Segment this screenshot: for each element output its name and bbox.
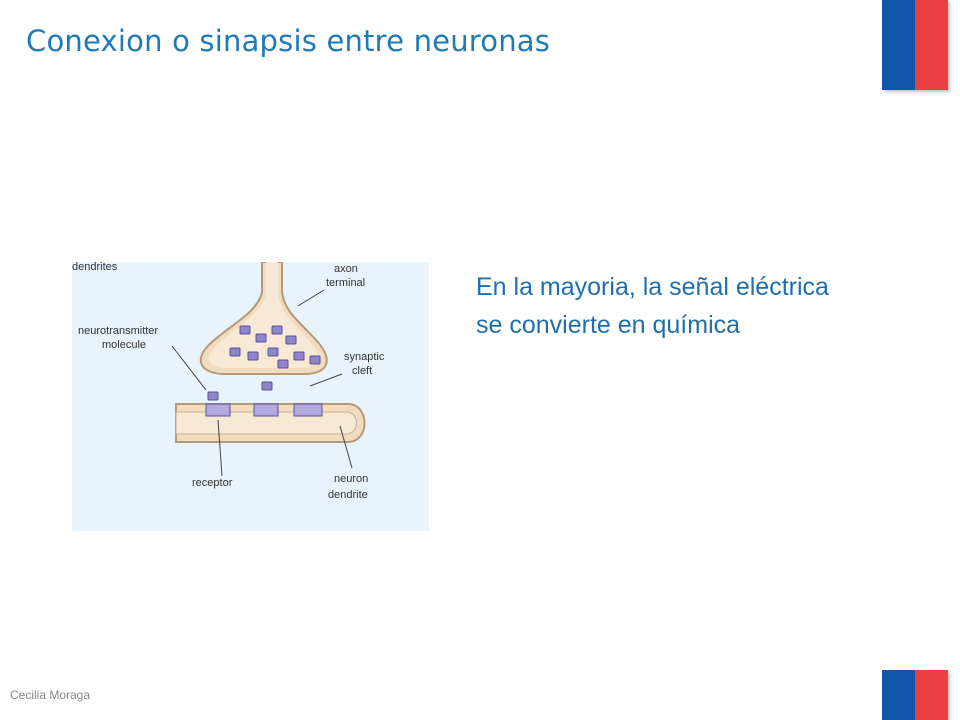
footer-author: Cecilia Moraga — [10, 688, 91, 702]
neuron-dendrite-inner — [175, 411, 357, 435]
slide-title: Conexion o sinapsis entre neuronas — [26, 24, 551, 58]
label-neuron-1: neuron — [334, 473, 368, 485]
label-dendrites: dendrites — [72, 262, 118, 273]
flag-logo-bottom — [882, 670, 948, 720]
leader-lines — [171, 289, 353, 477]
synapse-diagram: dendrites axon terminal neurotransmitter… — [72, 262, 429, 531]
flag-blue-stripe — [882, 0, 915, 90]
label-axon-2: terminal — [326, 277, 365, 289]
flag-logo-top — [882, 0, 948, 90]
label-neuron-2: dendrite — [328, 489, 368, 501]
flag-red-stripe — [915, 670, 948, 720]
receptors — [205, 403, 323, 417]
label-synaptic-1: synaptic — [344, 351, 385, 363]
synapse-illustration: dendrites axon terminal neurotransmitter… — [72, 262, 385, 501]
label-receptor: receptor — [192, 477, 233, 489]
label-axon-1: axon — [334, 263, 358, 275]
slide-body-text: En la mayoria, la señal eléctrica se con… — [476, 273, 829, 339]
flag-red-stripe — [915, 0, 948, 90]
label-synaptic-2: cleft — [352, 365, 372, 377]
flag-blue-stripe — [882, 670, 915, 720]
label-neurotransmitter-1: neurotransmitter — [78, 325, 158, 337]
neurotransmitter-molecules — [207, 325, 321, 401]
label-neurotransmitter-2: molecule — [102, 339, 146, 351]
